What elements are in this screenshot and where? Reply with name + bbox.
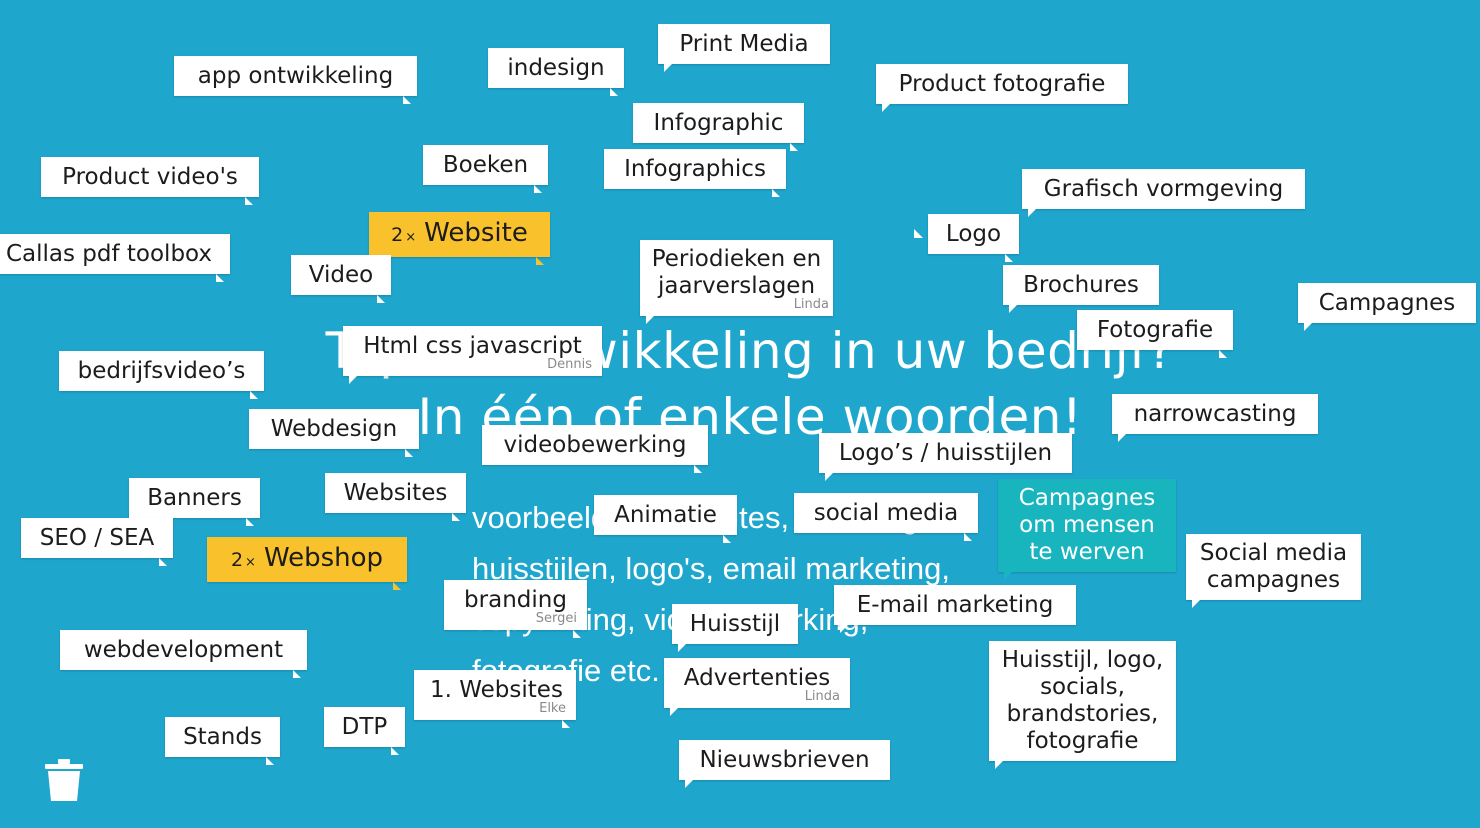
answer-text: narrowcasting <box>1133 401 1297 427</box>
answer-bubble[interactable]: app ontwikkeling <box>174 56 417 104</box>
answer-text: Product fotografie <box>898 71 1106 97</box>
answer-bubble[interactable]: videobewerking <box>482 425 708 473</box>
answer-bubble[interactable]: Infographic <box>633 103 804 151</box>
speech-tail-mark <box>914 229 923 238</box>
answer-bubble[interactable]: Print Media <box>658 24 830 72</box>
answer-bubble[interactable]: Campagnes <box>1298 283 1476 331</box>
answer-text: Infographics <box>624 156 766 182</box>
answer-text: Print Media <box>679 31 809 57</box>
vote-count: 2× <box>230 549 256 571</box>
answer-bubble[interactable]: E-mail marketing <box>834 585 1076 633</box>
answer-bubble[interactable]: Huisstijl <box>672 604 798 652</box>
answer-text: branding <box>464 587 567 613</box>
answer-text: Huisstijl, logo, socials, brandstories, … <box>1001 647 1164 754</box>
answer-bubble[interactable]: Logo <box>928 214 1019 262</box>
trash-icon[interactable] <box>44 758 84 802</box>
answer-text: Html css javascript <box>363 333 582 359</box>
answer-text: Webshop <box>263 543 384 573</box>
answer-bubble[interactable]: DTP <box>324 707 405 755</box>
answer-bubble[interactable]: Websites <box>325 473 466 521</box>
answer-bubble[interactable]: social media <box>794 493 978 541</box>
answer-bubble[interactable]: SEO / SEA <box>21 518 173 566</box>
answer-bubble-highlight[interactable]: 2× Website <box>369 212 550 265</box>
answer-text: Brochures <box>1023 272 1139 298</box>
answer-text: Infographic <box>653 110 784 136</box>
answer-text: bedrijfsvideo’s <box>77 358 246 384</box>
answer-text: Huisstijl <box>689 611 781 637</box>
answer-bubble[interactable]: Animatie <box>594 495 737 543</box>
answer-bubble[interactable]: Video <box>291 255 391 303</box>
answer-text: DTP <box>341 714 388 740</box>
answer-bubble[interactable]: Product fotografie <box>876 64 1128 112</box>
answer-author: Elke <box>539 701 566 716</box>
answer-bubble[interactable]: Webdesign <box>249 409 419 457</box>
answer-bubble[interactable]: Huisstijl, logo, socials, brandstories, … <box>989 641 1176 769</box>
answer-text: Stands <box>183 724 262 750</box>
answer-text: indesign <box>507 55 605 81</box>
answer-bubble[interactable]: Banners <box>129 478 260 526</box>
answer-text: E-mail marketing <box>856 592 1054 618</box>
answer-text: Animatie <box>614 502 717 528</box>
answer-text: Product video's <box>62 164 238 190</box>
answer-text: social media <box>813 500 959 526</box>
answer-bubble[interactable]: bedrijfsvideo’s <box>59 351 264 399</box>
answer-text: Logo <box>945 221 1002 247</box>
answer-bubble[interactable]: narrowcasting <box>1112 394 1318 442</box>
answer-text: Nieuwsbrieven <box>699 747 870 773</box>
answer-author: Linda <box>804 689 840 704</box>
answer-text: Boeken <box>442 152 529 178</box>
answer-text: Video <box>308 262 374 288</box>
answer-text: Advertenties <box>683 665 831 691</box>
answer-bubble[interactable]: Brochures <box>1003 265 1159 313</box>
answer-text: Fotografie <box>1096 317 1214 343</box>
answer-author: Dennis <box>547 357 592 372</box>
answer-text: Callas pdf toolbox <box>5 241 213 267</box>
answer-text: Periodieken en jaarverslagen <box>651 246 822 299</box>
answer-text: Grafisch vormgeving <box>1043 176 1284 202</box>
answer-bubble[interactable]: webdevelopment <box>60 630 307 678</box>
answer-text: Banners <box>147 485 242 511</box>
answer-text: Campagnes <box>1318 290 1456 316</box>
answer-bubble[interactable]: Callas pdf toolbox <box>0 234 230 282</box>
answer-bubble[interactable]: Infographics <box>604 149 786 197</box>
answer-bubble[interactable]: Product video's <box>41 157 259 205</box>
answer-text: 1. Websites <box>430 677 563 703</box>
answer-author: Linda <box>793 297 829 312</box>
answer-text: Logo’s / huisstijlen <box>838 440 1053 466</box>
answer-text: Campagnes om mensen te werven <box>1018 485 1156 565</box>
answer-author: Sergei <box>535 611 577 626</box>
answer-bubble[interactable]: Stands <box>165 717 280 765</box>
answer-bubble-highlight[interactable]: 2× Webshop <box>207 537 407 590</box>
answer-bubble[interactable]: indesign <box>488 48 624 96</box>
answer-bubble[interactable]: Social media campagnes <box>1186 534 1361 608</box>
answer-bubble-highlight[interactable]: Campagnes om mensen te werven <box>998 479 1176 580</box>
answer-bubble[interactable]: Fotografie <box>1077 310 1233 358</box>
answer-bubble[interactable]: Boeken <box>423 145 548 193</box>
answer-text: Website <box>424 218 528 248</box>
answer-text: webdevelopment <box>83 637 284 663</box>
answer-bubble[interactable]: Logo’s / huisstijlen <box>819 433 1072 481</box>
answer-text: app ontwikkeling <box>197 63 394 89</box>
answer-text: Webdesign <box>270 416 398 442</box>
answer-text: Websites <box>343 480 448 506</box>
answer-bubble[interactable]: Nieuwsbrieven <box>679 740 890 788</box>
answer-text: Social media campagnes <box>1199 540 1348 593</box>
vote-count: 2× <box>391 224 417 246</box>
answer-text: videobewerking <box>503 432 687 458</box>
answer-bubble[interactable]: Grafisch vormgeving <box>1022 169 1305 217</box>
answer-text: SEO / SEA <box>39 525 155 551</box>
